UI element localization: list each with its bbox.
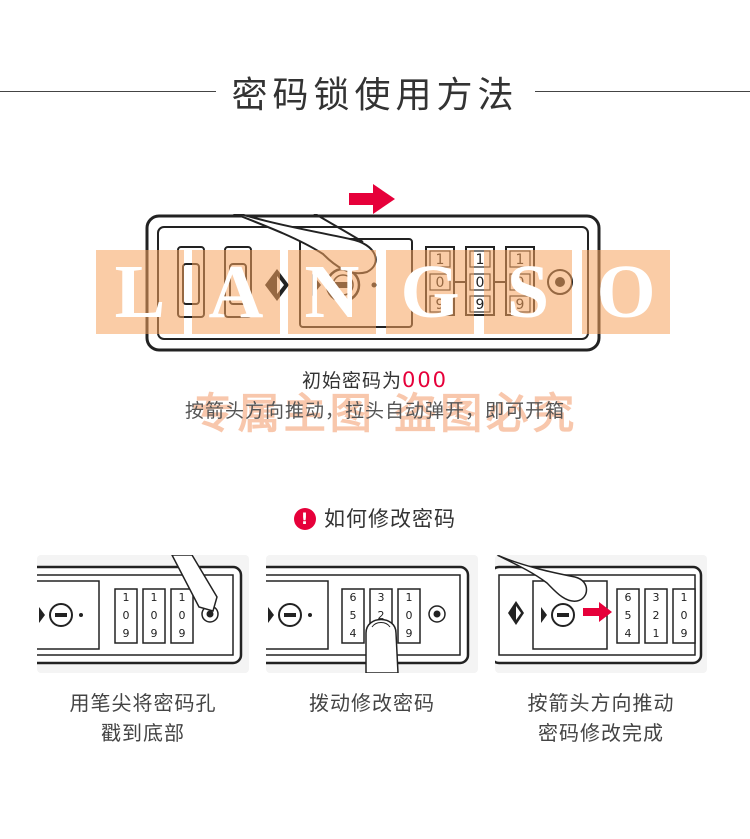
open-instruction: 按箭头方向推动，拉头自动弹开，即可开箱 xyxy=(184,400,565,422)
step-3-panel: 6 5 4 3 2 1 1 0 9 xyxy=(495,555,707,673)
svg-text:1: 1 xyxy=(123,591,130,604)
step-3-caption-line1: 按箭头方向推动 xyxy=(527,691,675,715)
dial-digit: 1 xyxy=(516,252,525,268)
dial-digit: 0 xyxy=(516,275,525,291)
svg-text:1: 1 xyxy=(653,627,660,640)
svg-text:4: 4 xyxy=(350,627,357,640)
svg-text:9: 9 xyxy=(681,627,688,640)
dial-digit: 9 xyxy=(516,297,525,313)
svg-text:0: 0 xyxy=(179,609,186,622)
howto-title: 如何修改密码 xyxy=(324,507,456,531)
svg-text:1: 1 xyxy=(406,591,413,604)
default-code-label: 初始密码为 xyxy=(301,370,402,392)
step-2-caption-line1: 拨动修改密码 xyxy=(309,691,435,715)
dial-digit: 0 xyxy=(476,275,485,291)
howto-heading: ! 如何修改密码 xyxy=(0,503,750,533)
lock-illustration: 1 0 9 1 0 9 1 0 9 xyxy=(145,214,601,352)
default-code-line: 初始密码为000 xyxy=(0,366,750,393)
header-rule-right xyxy=(535,91,750,92)
svg-text:1: 1 xyxy=(151,591,158,604)
step-2-illustration: 6 5 4 3 2 1 1 0 9 xyxy=(266,565,470,673)
page-title: 密码锁使用方法 xyxy=(231,75,519,116)
dial-digit: 1 xyxy=(436,252,445,268)
svg-text:4: 4 xyxy=(625,627,632,640)
svg-text:3: 3 xyxy=(653,591,660,604)
push-arrow-icon xyxy=(349,184,395,214)
step-1-illustration: 1 0 9 1 0 9 1 0 9 xyxy=(37,555,243,665)
step-3-caption: 按箭头方向推动 密码修改完成 xyxy=(481,688,721,748)
dial-digit: 0 xyxy=(436,275,445,291)
step-1-panel: 1 0 9 1 0 9 1 0 9 xyxy=(37,555,249,673)
dial-digit: 9 xyxy=(436,297,445,313)
exclamation-icon: ! xyxy=(294,508,316,530)
step-3-caption-line2: 密码修改完成 xyxy=(538,721,664,745)
step-1-caption-line2: 戳到底部 xyxy=(101,721,185,745)
svg-text:2: 2 xyxy=(378,609,385,622)
header-rule-left xyxy=(0,91,216,92)
svg-text:9: 9 xyxy=(179,627,186,640)
svg-text:6: 6 xyxy=(625,591,632,604)
svg-text:9: 9 xyxy=(151,627,158,640)
svg-text:1: 1 xyxy=(681,591,688,604)
svg-text:1: 1 xyxy=(179,591,186,604)
svg-text:0: 0 xyxy=(123,609,130,622)
svg-text:0: 0 xyxy=(406,609,413,622)
svg-text:9: 9 xyxy=(406,627,413,640)
svg-text:5: 5 xyxy=(625,609,632,622)
svg-text:2: 2 xyxy=(653,609,660,622)
svg-text:0: 0 xyxy=(681,609,688,622)
step-2-panel: 6 5 4 3 2 1 1 0 9 xyxy=(266,555,478,673)
step-3-illustration: 6 5 4 3 2 1 1 0 9 xyxy=(495,555,703,665)
svg-text:6: 6 xyxy=(350,591,357,604)
step-1-caption-line1: 用笔尖将密码孔 xyxy=(69,691,217,715)
step-1-caption: 用笔尖将密码孔 戳到底部 xyxy=(23,688,263,748)
default-code-value: 000 xyxy=(401,368,449,392)
dial-digit: 1 xyxy=(476,252,485,268)
step-2-caption: 拨动修改密码 xyxy=(252,688,492,718)
svg-text:0: 0 xyxy=(151,609,158,622)
svg-text:3: 3 xyxy=(378,591,385,604)
svg-text:5: 5 xyxy=(350,609,357,622)
push-arrow-icon xyxy=(583,602,612,622)
svg-text:9: 9 xyxy=(123,627,130,640)
dial-digit: 9 xyxy=(476,297,485,313)
